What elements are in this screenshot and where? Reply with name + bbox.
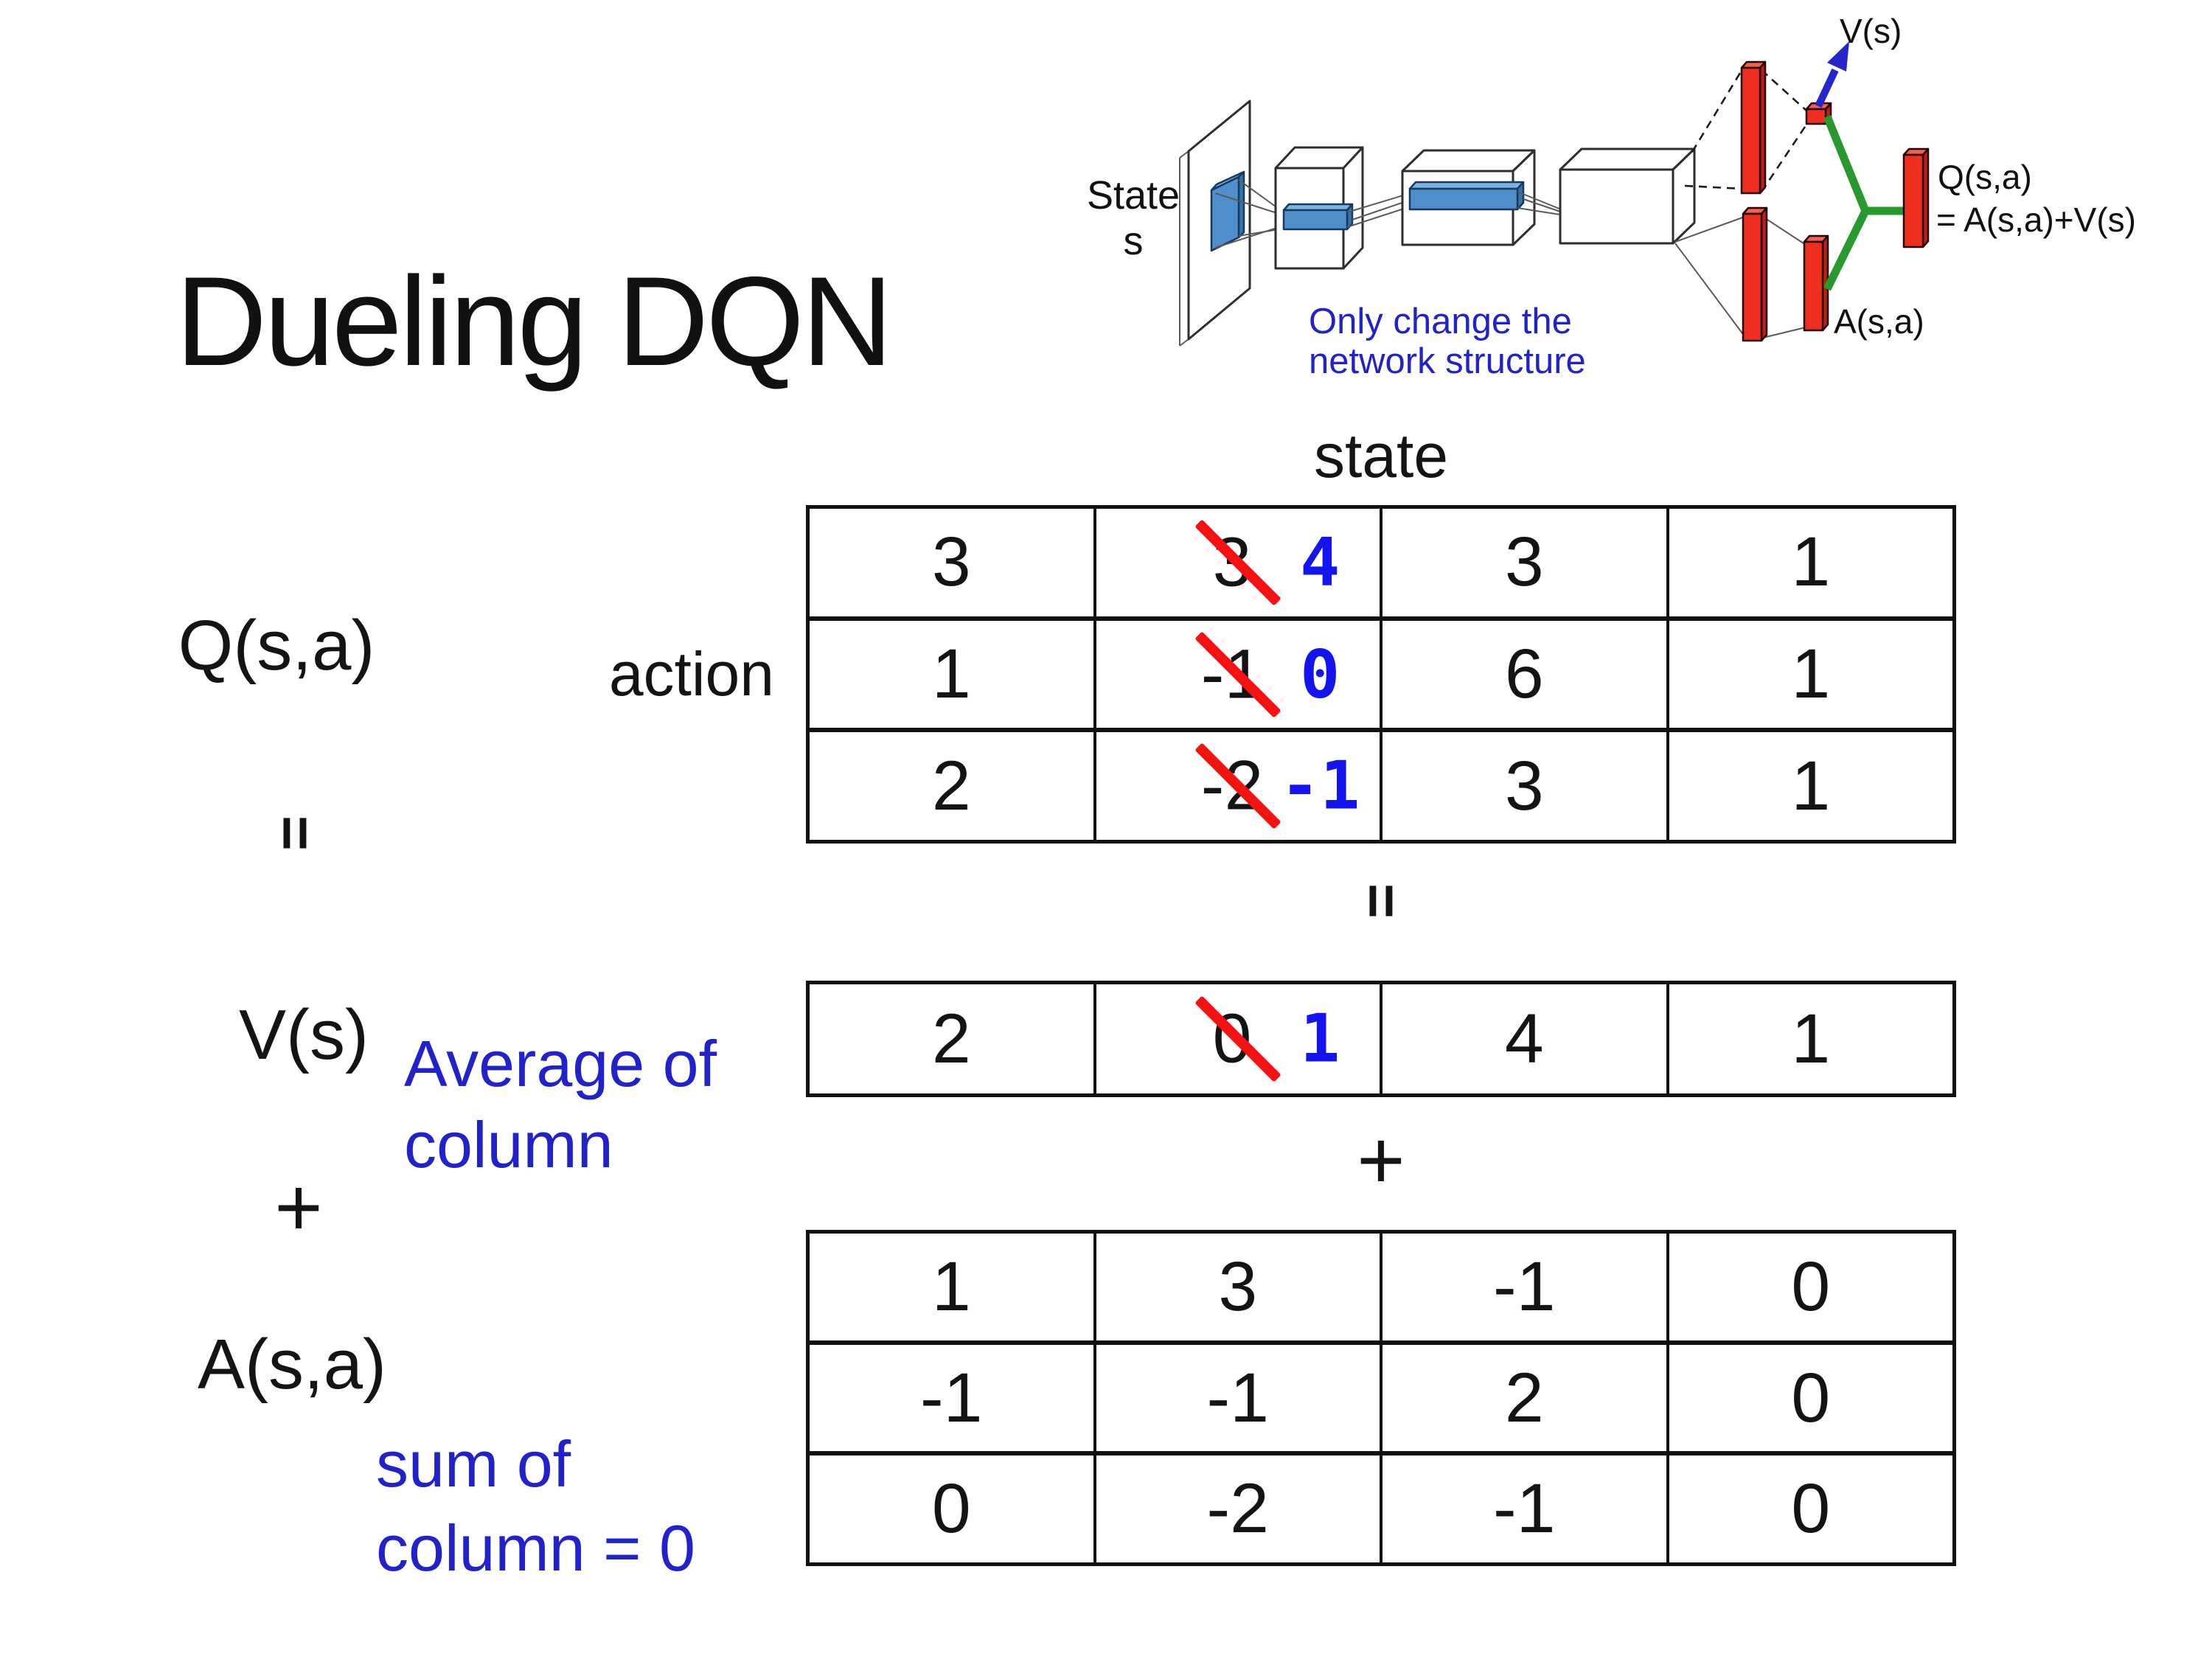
q-table-cell-r0c2: 3 (1382, 509, 1669, 616)
a-table-cell-r1c3: 0 (1791, 1358, 1831, 1437)
fc-bar-advantage (1742, 206, 1768, 342)
conv-patch (1210, 170, 1245, 252)
sum-note-line1: sum of (376, 1427, 571, 1500)
v-table-row-0: 20141 (810, 984, 1952, 1093)
q-output-bar (1902, 147, 1930, 248)
sum-of-column-note: sum of column = 0 (376, 1422, 695, 1590)
feature-slab-1 (1282, 203, 1354, 231)
a-vector-bar (1803, 234, 1829, 332)
equation-v-label: V(s) (239, 995, 369, 1074)
equation-q-label: Q(s,a) (178, 606, 375, 685)
v-table-cell-r0c0: 2 (810, 984, 1096, 1093)
a-table-cell-r0c0: 1 (810, 1234, 1096, 1340)
state-input-label-line1: State (1087, 173, 1180, 218)
q-table-row-2: 2-2-13 1 (810, 732, 1952, 841)
diagram-note-line1: Only change the (1309, 302, 1572, 341)
a-table-cell-r0c3: 0 (1791, 1247, 1831, 1326)
state-input-label-line2: s (1124, 219, 1144, 263)
a-table-cell-r0c2: -1 (1382, 1234, 1669, 1340)
conv-cone-2 (1346, 192, 1411, 228)
page-title: Dueling DQN (175, 251, 893, 393)
merge-junction (1823, 114, 1905, 291)
action-axis-label: action (608, 639, 774, 709)
fc-bar-value (1740, 60, 1767, 195)
conv-box-3 (1559, 147, 1696, 245)
q-table-cell-r0c3: 1 (1791, 523, 1831, 602)
a-table-cell-r2c2: -1 (1382, 1455, 1669, 1563)
feature-slab-2 (1408, 181, 1525, 211)
q-table-cell-r2c3: 1 (1791, 746, 1831, 825)
q-table-cell-r1c3: 1 (1791, 635, 1831, 713)
sum-note-line2: column = 0 (376, 1512, 695, 1585)
q-output-label-line2: = A(s,a)+V(s) (1936, 201, 2136, 239)
q-table-cell-r2c2: 3 (1382, 732, 1669, 841)
q-table-cell-r2c1: -2-1 (1096, 732, 1382, 841)
advantage-stream-links (1674, 216, 1806, 338)
a-table-cell-r1c1: -1 (1096, 1344, 1382, 1452)
a-table-cell-r1c0: -1 (810, 1344, 1096, 1452)
v-table-cell-r0c2: 4 (1382, 984, 1669, 1093)
v-vector: 20141 (806, 981, 1956, 1097)
v-table-cell-r0c1: 01 (1096, 984, 1382, 1093)
v-table-cell-r0c3: 1 (1791, 999, 1831, 1078)
q-table-cell-r0c1: 34 (1096, 509, 1382, 616)
average-note-line2: column (404, 1108, 613, 1181)
corrected-value: 0 (1300, 636, 1340, 713)
dueling-network-diagram: State s V(s) Q(s,a) = A(s,a)+V(s) A(s,a)… (1087, 12, 2136, 381)
v-output-arrow (1815, 41, 1849, 108)
q-output-label-line1: Q(s,a) (1938, 158, 2032, 196)
conv-cone-3 (1517, 191, 1565, 216)
average-note-line1: Average of (404, 1027, 717, 1100)
equation-equals-mid: = (1347, 883, 1415, 919)
q-table-cell-r1c0: 1 (810, 620, 1096, 728)
v-output-label: V(s) (1840, 12, 1902, 50)
corrected-value: 4 (1300, 524, 1340, 602)
corrected-value: -1 (1280, 747, 1360, 825)
q-table-row-0: 3343 1 (810, 509, 1952, 621)
q-table-cell-r1c2: 6 (1382, 620, 1669, 728)
conv-box-1 (1274, 146, 1364, 270)
equation-plus-mid: + (1357, 1113, 1405, 1206)
equation-equals-left: = (261, 815, 329, 851)
a-table-cell-r1c2: 2 (1382, 1344, 1669, 1452)
state-axis-label: state (1313, 421, 1449, 490)
a-table-cell-r0c1: 3 (1096, 1234, 1382, 1340)
a-table-cell-r2c1: -2 (1096, 1455, 1382, 1563)
corrected-value: 1 (1300, 1000, 1340, 1078)
diagram-note-line2: network structure (1309, 341, 1586, 381)
a-table-cell-r2c0: 0 (810, 1455, 1096, 1563)
equation-plus-left: + (274, 1161, 323, 1253)
q-table-cell-r1c1: -10 (1096, 620, 1382, 728)
q-table-cell-r0c0: 3 (810, 509, 1096, 616)
equation-a-label: A(s,a) (197, 1325, 387, 1404)
a-table-cell-r2c3: 0 (1791, 1470, 1831, 1548)
q-table-cell-r2c0: 2 (810, 732, 1096, 841)
value-stream-dashed-links (1684, 69, 1809, 192)
a-output-label: A(s,a) (1834, 302, 1924, 341)
average-of-column-note: Average of column (404, 1023, 717, 1186)
